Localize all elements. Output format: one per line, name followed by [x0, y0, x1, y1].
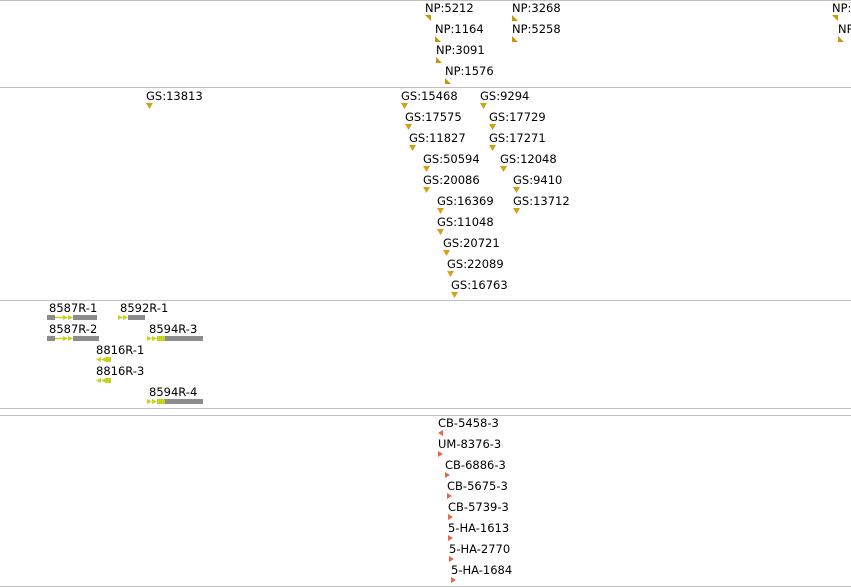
- feature-label: 5-HA-1684: [451, 563, 513, 577]
- track-separator: [0, 415, 851, 416]
- left-arrow-icon: [438, 430, 443, 436]
- down-triangle-icon: [423, 187, 430, 193]
- right-flag-icon: [436, 57, 442, 63]
- feature-label: GS:17729: [489, 110, 546, 124]
- feature-label: GS:22089: [447, 257, 504, 271]
- down-triangle-icon: [500, 166, 507, 172]
- feature-label: CB-6886-3: [445, 458, 506, 472]
- gene-glyph-icon: [47, 315, 97, 320]
- left-flag-icon: [425, 15, 431, 21]
- right-arrow-icon: [448, 514, 453, 520]
- feature-label: CB-5675-3: [447, 479, 508, 493]
- gene-label: 8587R-2: [49, 322, 98, 336]
- gene-label: 8816R-1: [96, 343, 145, 357]
- gene-label: 8587R-1: [49, 301, 98, 315]
- feature-label: NP:1164: [435, 22, 484, 36]
- gene-label: 8594R-3: [149, 322, 198, 336]
- feature-label: NP:3091: [436, 43, 485, 57]
- right-arrow-icon: [445, 472, 450, 478]
- feature-label: 5-HA-2770: [449, 542, 511, 556]
- feature-label: NP:: [832, 1, 851, 15]
- gene-glyph-icon: [147, 336, 203, 341]
- right-arrow-icon: [448, 535, 453, 541]
- right-flag-icon: [435, 36, 441, 42]
- down-triangle-icon: [146, 103, 153, 109]
- feature-label: NP:1576: [445, 64, 494, 78]
- feature-label: GS:50594: [423, 152, 480, 166]
- down-triangle-icon: [409, 145, 416, 151]
- right-arrow-icon: [451, 577, 456, 583]
- feature-label: GS:11827: [409, 131, 466, 145]
- track-separator: [0, 300, 851, 301]
- feature-label: GS:20721: [443, 236, 500, 250]
- gene-glyph-icon: [47, 336, 99, 341]
- down-triangle-icon: [401, 103, 408, 109]
- feature-label: GS:9294: [480, 89, 530, 103]
- right-arrow-icon: [438, 451, 443, 457]
- gene-label: 8816R-3: [96, 364, 145, 378]
- feature-label: GS:15468: [401, 89, 458, 103]
- feature-label: NP:3268: [512, 1, 561, 15]
- down-triangle-icon: [489, 145, 496, 151]
- down-triangle-icon: [405, 124, 412, 130]
- feature-label: GS:20086: [423, 173, 480, 187]
- feature-label: NP: [838, 22, 851, 36]
- down-triangle-icon: [451, 292, 458, 298]
- track-separator: [0, 408, 851, 409]
- right-flag-icon: [445, 78, 451, 84]
- gene-label: 8592R-1: [120, 301, 169, 315]
- gene-glyph-icon: [118, 315, 145, 320]
- down-triangle-icon: [443, 250, 450, 256]
- left-flag-icon: [832, 15, 838, 21]
- feature-label: GS:11048: [437, 215, 494, 229]
- feature-label: CB-5739-3: [448, 500, 509, 514]
- right-arrow-icon: [449, 556, 454, 562]
- feature-label: GS:13813: [146, 89, 203, 103]
- down-triangle-icon: [447, 271, 454, 277]
- right-flag-icon: [512, 15, 518, 21]
- down-triangle-icon: [437, 229, 444, 235]
- feature-label: GS:9410: [513, 173, 563, 187]
- right-flag-icon: [512, 36, 518, 42]
- gene-glyph-icon: [147, 399, 203, 404]
- feature-label: GS:12048: [500, 152, 557, 166]
- down-triangle-icon: [513, 208, 520, 214]
- feature-label: GS:13712: [513, 194, 570, 208]
- feature-label: GS:16763: [451, 278, 508, 292]
- feature-label: GS:16369: [437, 194, 494, 208]
- feature-label: GS:17575: [405, 110, 462, 124]
- gene-glyph-icon: [96, 357, 111, 362]
- right-arrow-icon: [447, 493, 452, 499]
- feature-label: GS:17271: [489, 131, 546, 145]
- feature-label: CB-5458-3: [438, 416, 499, 430]
- down-triangle-icon: [489, 124, 496, 130]
- feature-label: NP:5212: [425, 1, 474, 15]
- down-triangle-icon: [480, 103, 487, 109]
- track-separator: [0, 87, 851, 88]
- gene-label: 8594R-4: [149, 385, 198, 399]
- gene-glyph-icon: [96, 378, 111, 383]
- track-separator: [0, 0, 851, 1]
- down-triangle-icon: [423, 166, 430, 172]
- down-triangle-icon: [513, 187, 520, 193]
- feature-label: UM-8376-3: [438, 437, 502, 451]
- feature-label: 5-HA-1613: [448, 521, 510, 535]
- right-flag-icon: [838, 36, 844, 42]
- down-triangle-icon: [437, 208, 444, 214]
- feature-label: NP:5258: [512, 22, 561, 36]
